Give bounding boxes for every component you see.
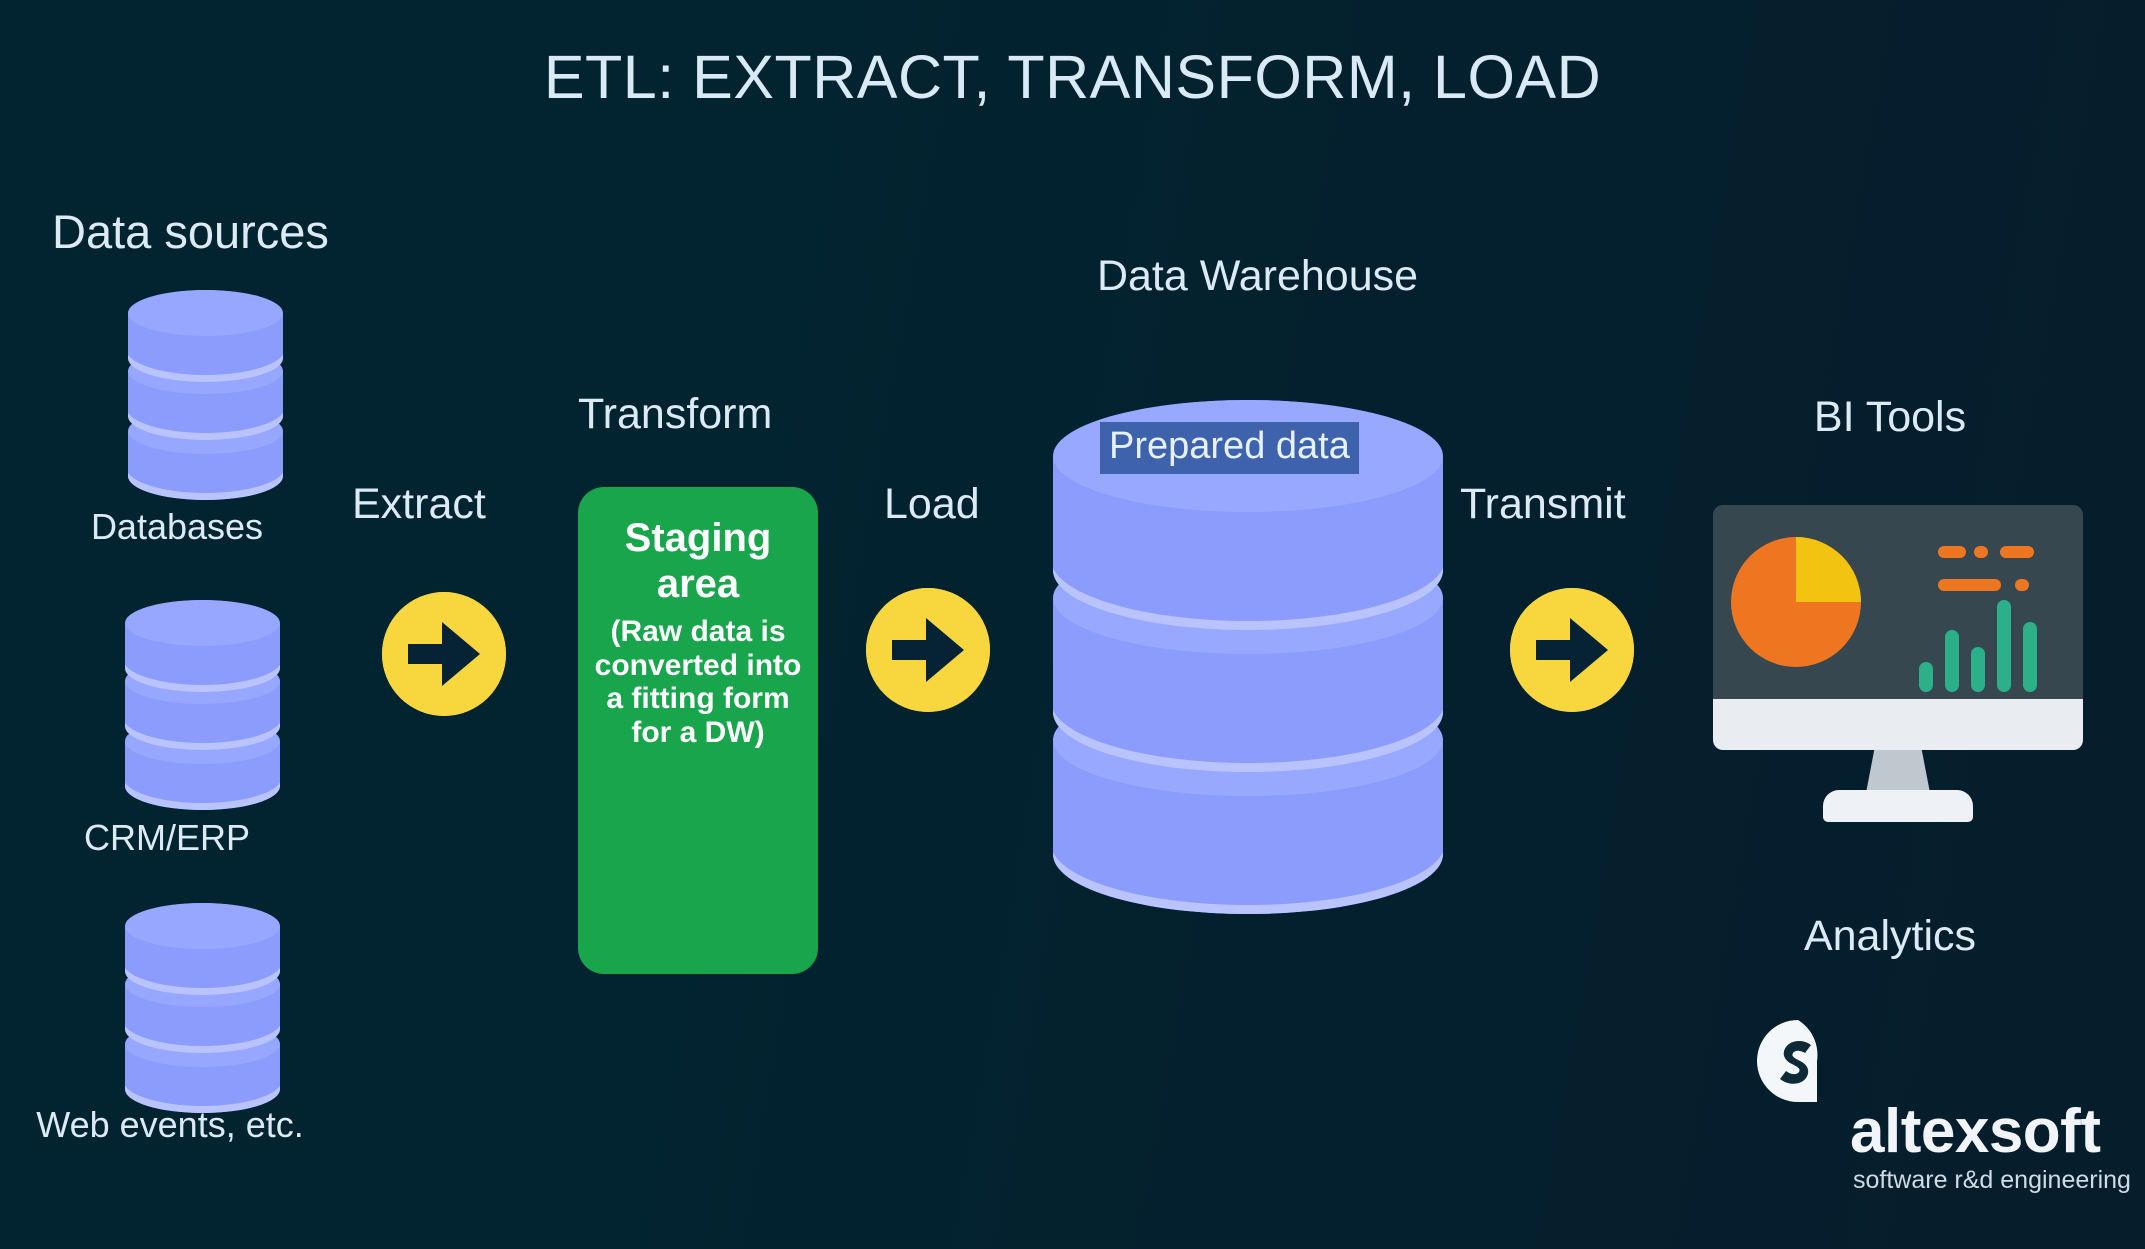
data-sources-heading: Data sources bbox=[52, 205, 329, 258]
analytics-caption: Analytics bbox=[1803, 912, 1977, 960]
database-cylinder-icon bbox=[125, 903, 280, 1113]
bi-tools-heading: BI Tools bbox=[1813, 393, 1967, 441]
database-cylinder-icon bbox=[128, 290, 283, 500]
step-label-extract: Extract bbox=[352, 480, 486, 528]
bar-chart-icon bbox=[1919, 600, 2037, 692]
source-label-crm-erp: CRM/ERP bbox=[83, 817, 250, 858]
page-title: ETL: EXTRACT, TRANSFORM, LOAD bbox=[543, 43, 1602, 111]
legend-dashes-icon bbox=[1938, 546, 2034, 591]
monitor-screen bbox=[1713, 505, 2083, 699]
step-label-transform: Transform bbox=[578, 390, 773, 438]
staging-area-description: (Raw data is converted into a fitting fo… bbox=[594, 615, 802, 749]
data-warehouse-cylinder-icon: Prepared data bbox=[1053, 400, 1443, 920]
staging-area-title: Staging area bbox=[624, 516, 772, 606]
altexsoft-logo: altexsoft software r&d engineering bbox=[1755, 1018, 2135, 1208]
monitor-icon bbox=[1713, 505, 2083, 822]
staging-area-box: Staging area (Raw data is converted into… bbox=[578, 487, 818, 974]
monitor-base bbox=[1823, 790, 1973, 822]
database-cylinder-icon bbox=[125, 600, 280, 810]
arrow-right-icon bbox=[382, 592, 506, 716]
altexsoft-tagline: software r&d engineering bbox=[1853, 1166, 2131, 1194]
altexsoft-speech-bubble-icon bbox=[1755, 1018, 1841, 1104]
step-label-transmit: Transmit bbox=[1460, 480, 1626, 528]
step-label-load: Load bbox=[884, 480, 980, 528]
altexsoft-wordmark: altexsoft bbox=[1850, 1097, 2101, 1166]
source-label-databases: Databases bbox=[90, 506, 264, 547]
arrow-right-icon bbox=[1510, 588, 1634, 712]
monitor-bezel bbox=[1713, 699, 2083, 750]
pie-chart-icon bbox=[1731, 537, 1861, 667]
prepared-data-label: Prepared data bbox=[1100, 422, 1359, 474]
data-warehouse-heading: Data Warehouse bbox=[1096, 252, 1419, 300]
arrow-right-icon bbox=[866, 588, 990, 712]
source-label-web-events: Web events, etc. bbox=[36, 1104, 304, 1145]
